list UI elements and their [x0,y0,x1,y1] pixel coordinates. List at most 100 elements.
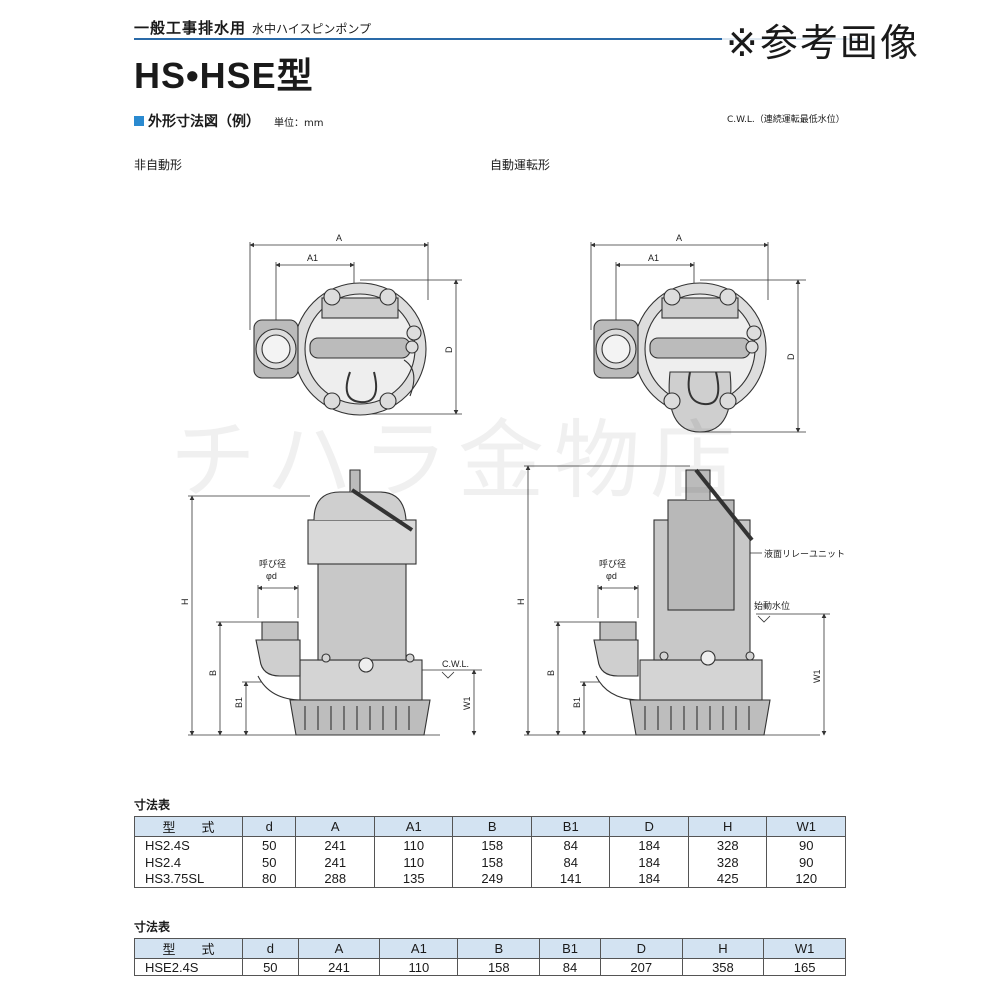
col-b: B [457,938,541,959]
table-header-row: 型 式 d A A1 B B1 D H W1 [134,816,846,837]
cwl-label: C.W.L. [442,659,469,669]
relay-unit-label: 液面リレーユニット [764,548,845,559]
cell: 184 [609,853,689,871]
cell: 288 [295,870,375,888]
dim-label-b-auto: B [546,670,556,676]
category-text: 一般工事排水用 [134,19,247,37]
auto-top-view [590,242,806,433]
col-model: 型 式 [134,816,243,837]
dim-label-d-auto: D [786,353,796,360]
cell: 120 [766,870,846,888]
col-d: d [241,816,297,837]
cell: 110 [379,958,459,976]
cell: 90 [766,836,846,854]
col-a1: A1 [373,816,454,837]
cwl-note: C.W.L.（連続運転最低水位） [727,115,845,125]
table-row: HS2.4S 50 241 110 158 84 184 328 90 [134,836,846,854]
cell: 184 [609,836,689,854]
table-row: HS2.4 50 241 110 158 84 184 328 90 [134,853,846,871]
manual-type-label: 非自動形 [134,158,183,172]
dim-label-h-auto: H [516,599,526,606]
table-header-row: 型 式 d A A1 B B1 D H W1 [134,938,846,959]
cell: 158 [452,853,532,871]
table-2-title: 寸法表 [134,920,171,934]
reference-image-stamp: ※参考画像 [722,12,924,67]
cell: 241 [295,836,375,854]
col-dd: D [599,938,683,959]
cell-model: HS2.4 [134,853,243,871]
cell: 135 [373,870,454,888]
manual-top-view [249,242,462,416]
cell: 165 [763,958,846,976]
col-b1: B1 [539,938,601,959]
cell: 249 [452,870,532,888]
dim-label-b1-auto: B1 [572,697,582,708]
cell-model: HS2.4S [134,836,243,854]
dimension-table-hs: 型 式 d A A1 B B1 D H W1 HS2.4S 50 241 110… [134,816,846,888]
cell: 358 [681,958,765,976]
bore-label-2-manual: φd [266,571,277,581]
dim-label-h-manual: H [180,599,190,606]
col-d: d [242,938,299,959]
manual-side-view [188,469,482,736]
auto-side-view [524,465,830,736]
header-rule [134,38,864,40]
cell: 241 [295,853,375,871]
cell: 50 [241,836,297,854]
cell: 141 [530,870,611,888]
dim-label-w1-auto: W1 [812,670,822,684]
watermark: チハラ金物店 [170,411,746,511]
cell: 80 [241,870,297,888]
cell: 328 [687,836,768,854]
dim-label-a-auto: A [676,233,682,243]
section-title: 外形寸法図（例） [148,114,260,130]
model-title: HS•HSE型 [134,55,314,96]
col-b1: B1 [530,816,611,837]
auto-type-label: 自動運転形 [490,158,551,172]
table-row: HS3.75SL 80 288 135 249 141 184 425 120 [134,870,846,888]
col-w1: W1 [763,938,846,959]
cell: 90 [766,853,846,871]
start-level-label: 始動水位 [754,600,790,611]
cell-model: HS3.75SL [134,870,243,888]
bore-label-1-auto: 呼び径 [599,558,626,569]
cell: 84 [530,836,611,854]
cell: 110 [373,853,454,871]
cell: 184 [609,870,689,888]
cell: 84 [530,853,611,871]
cell: 207 [599,958,683,976]
table-row: HSE2.4S 50 241 110 158 84 207 358 165 [134,958,846,976]
cell: 110 [373,836,454,854]
col-a: A [297,938,381,959]
cell: 50 [242,958,299,976]
dim-label-w1-manual: W1 [462,697,472,711]
dim-label-a1-manual: A1 [307,253,318,263]
col-w1: W1 [766,816,846,837]
dimension-table-hse: 型 式 d A A1 B B1 D H W1 HSE2.4S 50 241 11… [134,938,846,976]
col-b: B [452,816,532,837]
dim-label-a-manual: A [336,233,342,243]
cell-model: HSE2.4S [134,958,243,976]
cell: 158 [457,958,541,976]
dimension-drawing: A A1 D A A1 D H B B1 W1 呼び径 φd C.W.L. H … [180,233,845,736]
section-heading: 外形寸法図（例） 単位：mm [134,111,323,131]
dim-label-b1-manual: B1 [234,697,244,708]
cell: 158 [452,836,532,854]
cell: 425 [687,870,768,888]
dim-label-b-manual: B [208,670,218,676]
col-a1: A1 [379,938,459,959]
col-model: 型 式 [134,938,243,959]
table-1-title: 寸法表 [134,798,171,812]
square-bullet-icon [134,116,144,126]
col-dd: D [609,816,689,837]
col-h: H [681,938,765,959]
bore-label-2-auto: φd [606,571,617,581]
cell: 50 [241,853,297,871]
bore-label-1-manual: 呼び径 [259,558,286,569]
subcategory-text: 水中ハイスピンポンプ [252,22,372,36]
unit-note: 単位：mm [274,117,324,129]
dim-label-a1-auto: A1 [648,253,659,263]
category-heading: 一般工事排水用水中ハイスピンポンプ [134,17,371,38]
cell: 241 [297,958,381,976]
col-h: H [687,816,768,837]
